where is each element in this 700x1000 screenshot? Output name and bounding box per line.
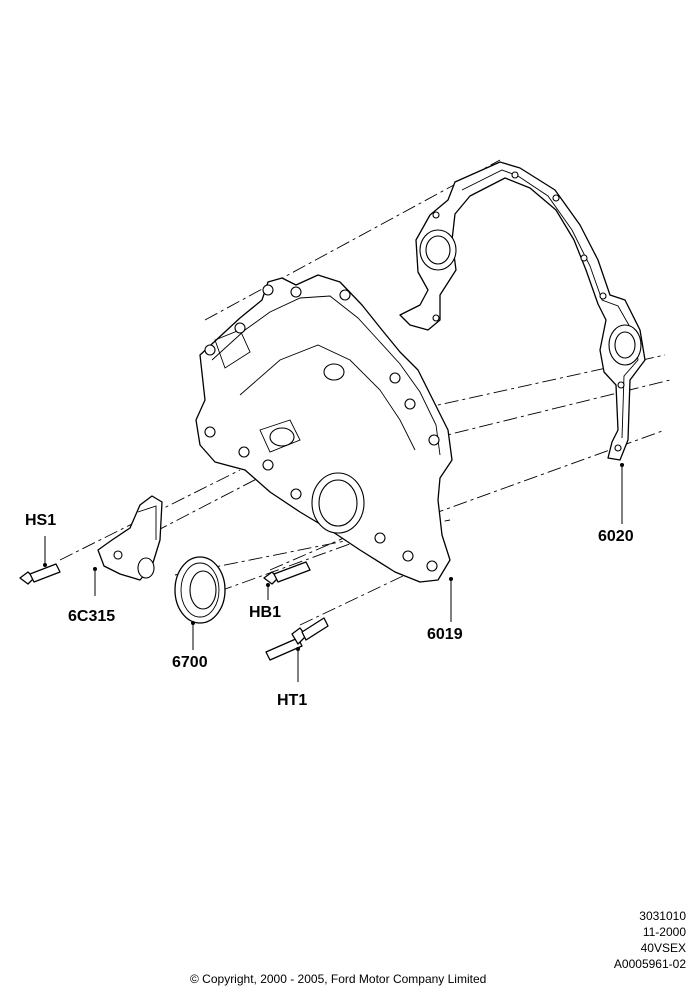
callout-6700: 6700 bbox=[172, 654, 208, 671]
gasket-6020 bbox=[399, 161, 646, 461]
callout-hs1: HS1 bbox=[25, 512, 57, 529]
callout-6c315: 6C315 bbox=[68, 608, 116, 625]
reference-number: 3031010 bbox=[639, 909, 686, 923]
reference-illustration-id: A0005961-02 bbox=[613, 957, 686, 971]
copyright-notice: © Copyright, 2000 - 2005, Ford Motor Com… bbox=[190, 972, 487, 986]
callout-6020: 6020 bbox=[598, 528, 634, 545]
sensor-bracket-6C315 bbox=[97, 495, 163, 581]
crankshaft-seal-6700 bbox=[174, 556, 226, 624]
stud-HT1 bbox=[265, 617, 329, 661]
callout-hb1: HB1 bbox=[249, 604, 282, 621]
leader-lines bbox=[43, 463, 624, 682]
reference-model-code: 40VSEX bbox=[640, 941, 686, 955]
callout-ht1: HT1 bbox=[277, 692, 308, 709]
callout-6019: 6019 bbox=[427, 626, 463, 643]
drawing-reference: 3031010 11-2000 40VSEX A0005961-02 bbox=[614, 908, 686, 972]
front-cover-6019 bbox=[195, 274, 453, 583]
bolt-HS1 bbox=[19, 563, 61, 585]
bolt-HB1 bbox=[263, 561, 311, 585]
reference-date: 11-2000 bbox=[642, 925, 686, 939]
